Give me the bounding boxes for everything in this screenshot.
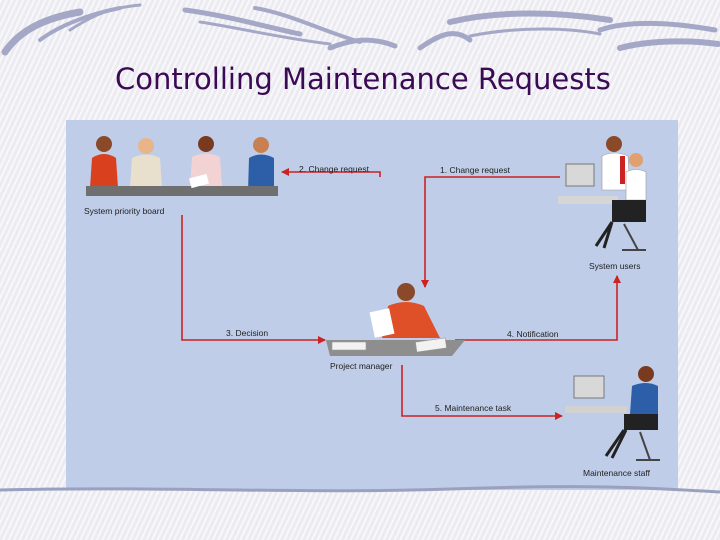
node-label-board: System priority board [84,206,165,216]
flow-label-step2: 2. Change request [299,164,369,174]
node-label-staff: Maintenance staff [583,468,650,478]
board-table [86,186,278,196]
system-users-illustration [558,136,647,251]
flow-label-step3: 3. Decision [226,328,269,338]
person-board-2 [130,138,162,188]
decorative-brush-stroke-bottom [0,485,720,494]
flow-line-step1 [421,176,560,288]
person-board-4 [248,137,274,192]
flow-line-step3 [181,215,326,344]
flow-label-step4: 4. Notification [507,329,559,339]
flow-line-step4 [455,275,621,341]
flow-line-step2 [281,168,381,177]
maintenance-staff-illustration [565,366,660,461]
flow-label-step5: 5. Maintenance task [435,403,512,413]
node-label-manager: Project manager [330,361,393,371]
slide-title: Controlling Maintenance Requests [115,62,611,96]
system-priority-board-illustration [86,136,278,196]
node-label-users: System users [589,261,641,271]
flow-line-step5 [401,365,563,420]
person-board-1 [90,136,118,188]
flow-label-step1: 1. Change request [440,165,510,175]
project-manager-illustration [326,283,465,356]
decorative-brush-strokes-top [1,3,720,56]
